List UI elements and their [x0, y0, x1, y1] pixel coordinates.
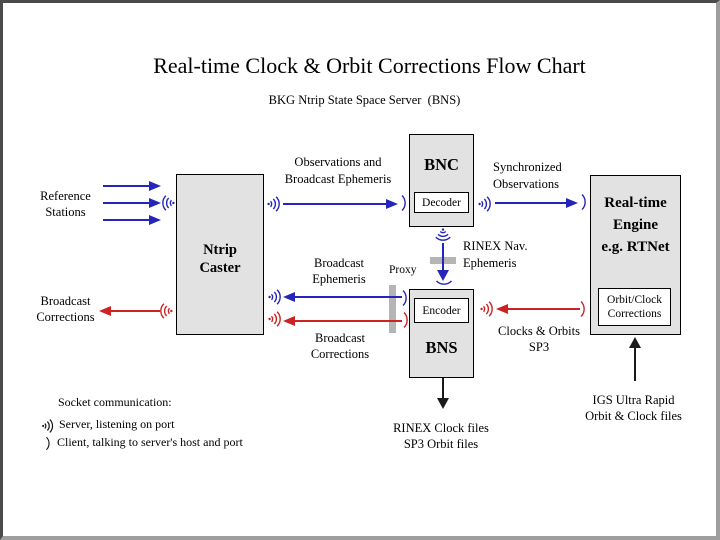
- legend-server-label: Server, listening on port: [59, 417, 175, 431]
- proxy-bar-vertical: [389, 285, 396, 333]
- socket-server-icon: [267, 195, 280, 213]
- socket-server-icon: [268, 288, 281, 306]
- socket-server-icon: [160, 302, 173, 320]
- socket-server-icon: [162, 194, 175, 212]
- socket-client-icon: [401, 194, 408, 212]
- socket-client-icon: [402, 289, 409, 307]
- socket-client-icon: [45, 436, 52, 451]
- socket-server-icon: [41, 418, 54, 434]
- socket-server-icon: [434, 228, 452, 241]
- ntrip-caster-label: Ntrip Caster: [199, 242, 241, 276]
- ntrip-caster-box: [176, 174, 264, 335]
- rtnet-label: Real-time Engine e.g. RTNet: [601, 195, 670, 255]
- clocks-orbits-sp3-label: Clocks & Orbits SP3: [498, 324, 580, 354]
- observations-broadcast-ephemeris-label: Observations and Broadcast Ephemeris: [284, 155, 392, 186]
- rinex-clock-files-label: RINEX Clock files SP3 Orbit files: [393, 421, 489, 451]
- bnc-label: BNC: [424, 155, 459, 174]
- page-title: Real-time Clock & Orbit Corrections Flow…: [153, 53, 586, 78]
- orbit-clock-corrections-box: Orbit/Clock Corrections: [598, 288, 671, 326]
- socket-client-icon: [435, 280, 453, 287]
- page-subtitle: BKG Ntrip State Space Server (BNS): [268, 93, 461, 107]
- bnc-box: [409, 134, 474, 227]
- socket-client-icon: [403, 311, 410, 329]
- reference-stations-label: Reference Stations: [40, 189, 91, 219]
- proxy-label: Proxy: [389, 264, 417, 276]
- socket-client-icon: [581, 193, 588, 211]
- socket-server-icon: [480, 300, 493, 318]
- bns-label: BNS: [425, 338, 458, 357]
- socket-server-icon: [268, 310, 281, 328]
- socket-server-icon: [478, 195, 491, 213]
- igs-ultra-rapid-label: IGS Ultra Rapid Orbit & Clock files: [585, 393, 682, 423]
- encoder-box: Encoder: [414, 298, 469, 323]
- legend-heading: Socket communication:: [58, 395, 172, 409]
- legend-client-label: Client, talking to server's host and por…: [57, 435, 243, 449]
- socket-client-icon: [580, 300, 587, 318]
- decoder-box: Decoder: [414, 192, 469, 213]
- broadcast-ephemeris-label: Broadcast Ephemeris: [312, 256, 366, 286]
- broadcast-corrections-mid-label: Broadcast Corrections: [310, 331, 370, 361]
- synchronized-observations-label: Synchronized Observations: [493, 160, 562, 191]
- broadcast-corrections-left-label: Broadcast Corrections: [36, 294, 95, 324]
- rinex-nav-ephemeris-label: RINEX Nav. Ephemeris: [463, 239, 528, 270]
